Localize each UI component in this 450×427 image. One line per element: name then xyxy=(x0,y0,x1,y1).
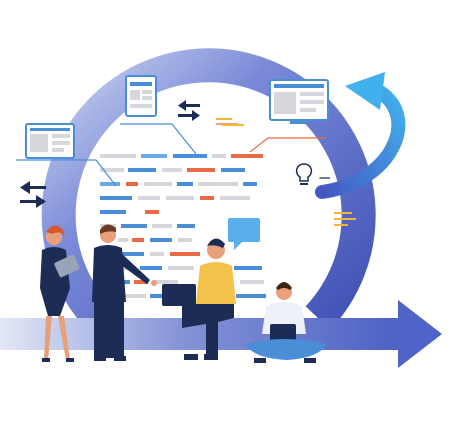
right-window-icon xyxy=(269,79,329,124)
left-window-icon xyxy=(25,123,75,159)
man-pointing xyxy=(92,224,157,361)
curved-arrow-icon xyxy=(315,72,406,199)
swap-arrows-left-icon xyxy=(20,181,46,208)
note-lines xyxy=(216,118,356,226)
man-sitting-with-laptop xyxy=(246,282,326,363)
chat-bubble-icon xyxy=(228,218,260,250)
man-with-laptop-yellow xyxy=(162,238,236,360)
lightbulb-icon xyxy=(288,158,320,190)
code-lines xyxy=(100,154,266,298)
top-window-icon xyxy=(125,75,157,117)
woman-with-tablet xyxy=(40,225,80,362)
swap-arrows-icon xyxy=(178,100,200,121)
